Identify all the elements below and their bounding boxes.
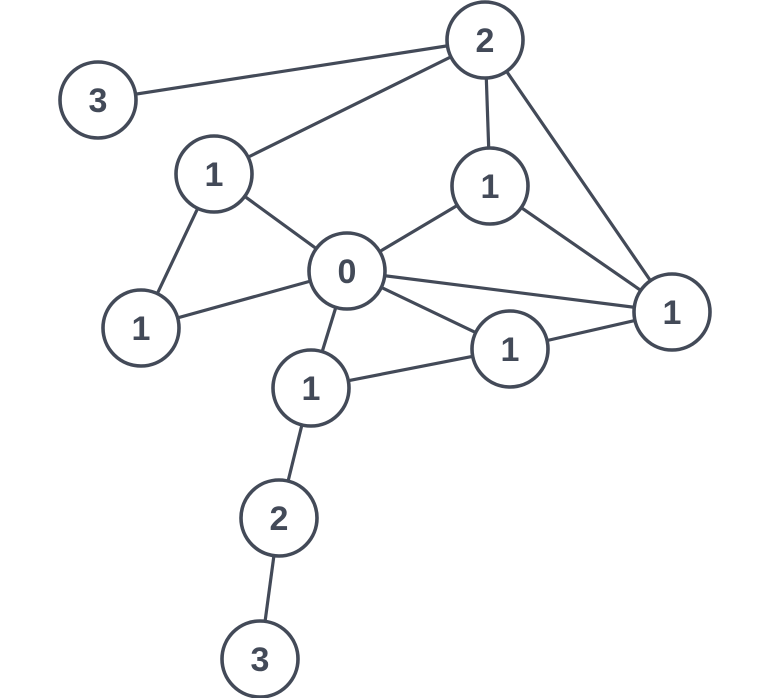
graph-nodes-layer: 2 3 1 1 0 1 1 1 1 2 3 (58, 0, 712, 698)
node-circle (58, 60, 138, 140)
node-label: 1 (501, 331, 520, 369)
graph-node-n0-label-2: 2 (445, 0, 525, 80)
graph-node-n8-label-1: 1 (271, 348, 351, 428)
node-label: 1 (663, 294, 682, 332)
graph-edges-layer (97, 38, 674, 660)
node-circle (174, 134, 254, 214)
graph-node-n2-label-1: 1 (174, 134, 254, 214)
node-circle (632, 272, 712, 352)
graph-edge-n4-n5 (346, 269, 673, 314)
graph-node-n7-label-1: 1 (470, 309, 550, 389)
node-label: 3 (251, 641, 270, 679)
graph-node-n9-label-2: 2 (239, 478, 319, 558)
node-label: 0 (338, 253, 357, 291)
graph-node-n6-label-1: 1 (101, 288, 181, 368)
node-circle (450, 146, 530, 226)
graph-node-n1-label-3: 3 (58, 60, 138, 140)
graph-edge-n0-n2 (213, 38, 486, 176)
graph-node-n5-label-1: 1 (632, 272, 712, 352)
node-circle (470, 309, 550, 389)
node-label: 1 (205, 156, 224, 194)
node-circle (307, 231, 387, 311)
graph-node-n10-label-3: 3 (220, 619, 300, 698)
graph-edge-n0-n1 (97, 38, 486, 102)
node-label: 3 (89, 82, 108, 120)
graph-node-n4-label-0: 0 (307, 231, 387, 311)
node-circle (220, 619, 300, 698)
graph-node-n3-label-1: 1 (450, 146, 530, 226)
node-circle (101, 288, 181, 368)
node-circle (239, 478, 319, 558)
node-label: 2 (270, 500, 289, 538)
node-label: 1 (481, 168, 500, 206)
node-label: 1 (302, 370, 321, 408)
node-circle (445, 0, 525, 80)
node-circle (271, 348, 351, 428)
node-label: 2 (476, 22, 495, 60)
node-label: 1 (132, 310, 151, 348)
graph-edge-n0-n5 (483, 39, 674, 313)
